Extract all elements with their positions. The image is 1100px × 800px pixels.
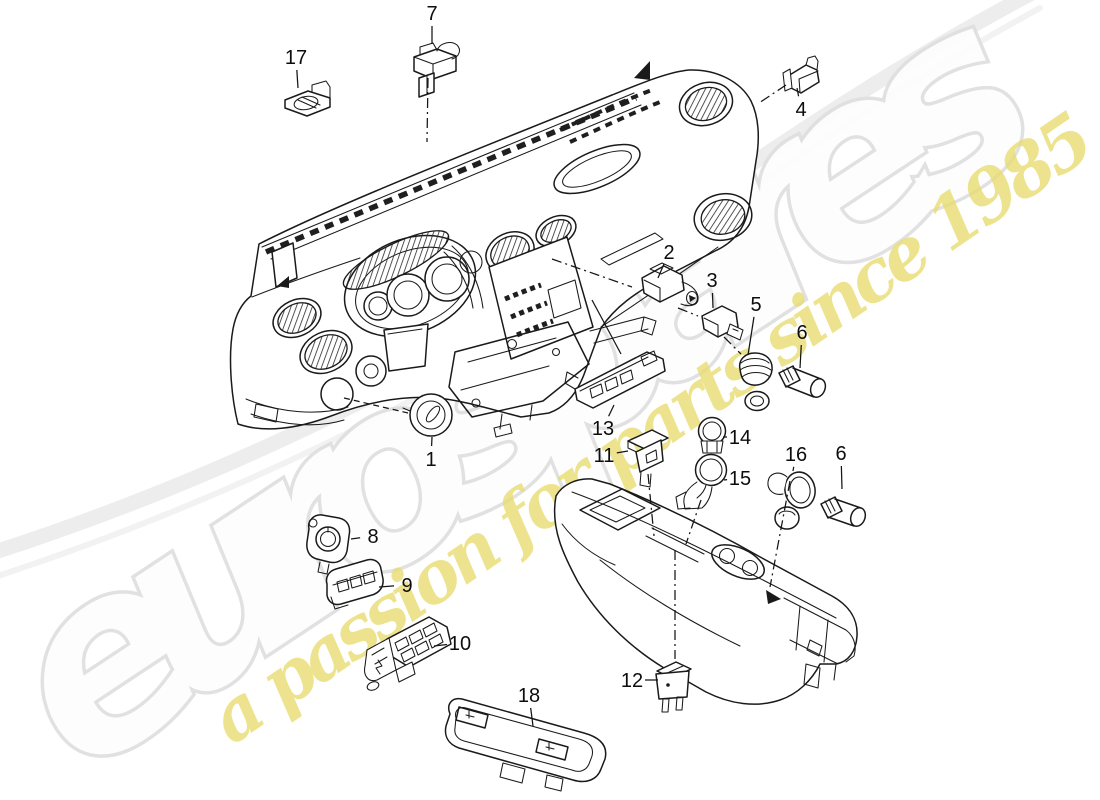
callout-6: 6: [835, 443, 846, 465]
support-bracket: [448, 321, 590, 418]
callout-leader-2: [657, 263, 665, 279]
assembly-line-7: [769, 480, 791, 588]
top-speaker-oval: [553, 143, 641, 195]
callout-leader-11: [616, 450, 629, 454]
defroster-grille: [264, 95, 638, 255]
part-7-sensor-switch: [413, 42, 460, 98]
part-1-knob-bezel: [402, 393, 453, 437]
side-demister: [271, 242, 298, 288]
callout-3: 3: [706, 270, 717, 292]
assembly-lines: [343, 77, 791, 659]
part-13-switch-strip: [564, 350, 666, 409]
callout-leader-3: [711, 292, 714, 309]
part-9-switch-panel: [325, 558, 384, 610]
callout-17: 17: [285, 47, 307, 69]
callout-leader-9: [378, 585, 395, 588]
cupholder: [711, 544, 765, 580]
part-6-lighter-element-2: [820, 496, 867, 527]
dashboard-drawing: [229, 61, 760, 438]
right-air-vent-upper: [684, 86, 728, 122]
shifter-surround: [579, 488, 661, 531]
callout-10: 10: [449, 633, 471, 655]
callout-leader-18: [530, 707, 534, 727]
part-15-socket-housing: [675, 453, 728, 510]
window-rocker-left: [455, 706, 489, 729]
part-17-sensor-mount: [284, 80, 331, 117]
part-4-micro-switch: [782, 55, 820, 94]
part-11-switch: [627, 429, 669, 488]
part-8-rotary-switch: [306, 514, 351, 575]
part-12-rocker-switch: [655, 661, 692, 713]
assembly-line-4: [723, 336, 742, 355]
part-18-switch-panel: [444, 697, 607, 792]
callout-1: 1: [425, 449, 436, 471]
steering-column: [383, 323, 429, 372]
part-5-threaded-plug: [738, 352, 773, 412]
callout-7: 7: [426, 3, 437, 25]
callout-9: 9: [401, 575, 412, 597]
left-air-vent-upper: [277, 302, 317, 334]
part-14-socket: [697, 416, 727, 454]
callout-15: 15: [729, 468, 751, 490]
callout-leader-6: [799, 344, 802, 369]
callout-leader-17: [296, 69, 299, 89]
callout-leader-16: [792, 466, 795, 472]
callout-leader-10: [433, 643, 448, 647]
ignition-bezel: [355, 355, 387, 387]
part-2-switch: [641, 262, 699, 307]
assembly-line-9: [343, 397, 409, 414]
callout-16: 16: [785, 444, 807, 466]
callout-4: 4: [795, 99, 806, 121]
console-drawing: [553, 478, 858, 705]
gauge-center: [386, 273, 430, 317]
callout-leader-4: [796, 87, 800, 97]
part-6-lighter-element: [778, 365, 827, 398]
callout-18: 18: [518, 685, 540, 707]
callout-leader-13: [608, 404, 615, 417]
callout-12: 12: [621, 670, 643, 692]
callout-2: 2: [663, 242, 674, 264]
callout-leader-5: [747, 316, 755, 356]
callout-leader-6: [840, 465, 843, 490]
window-rocker-right: [535, 738, 569, 761]
callout-leader-8: [350, 537, 361, 540]
part-10-switch-block: [364, 616, 452, 691]
callout-14: 14: [729, 427, 751, 449]
assembly-line-1: [758, 84, 787, 104]
assembly-line-6: [685, 499, 702, 545]
callout-13: 13: [592, 418, 614, 440]
assembly-line-10: [591, 299, 622, 355]
left-air-vent-lower: [304, 334, 348, 370]
radio-unit: [488, 236, 594, 360]
assembly-line-2: [551, 258, 633, 288]
assembly-line-3: [677, 307, 699, 317]
callout-6: 6: [796, 322, 807, 344]
parts: [284, 42, 867, 713]
right-air-vent-lower: [700, 199, 746, 235]
callout-8: 8: [367, 526, 378, 548]
callout-5: 5: [750, 294, 761, 316]
callout-11: 11: [594, 445, 615, 467]
trim-strip: [600, 232, 664, 266]
part-3-switch: [701, 305, 744, 341]
part-16-socket-cap: [767, 471, 816, 530]
